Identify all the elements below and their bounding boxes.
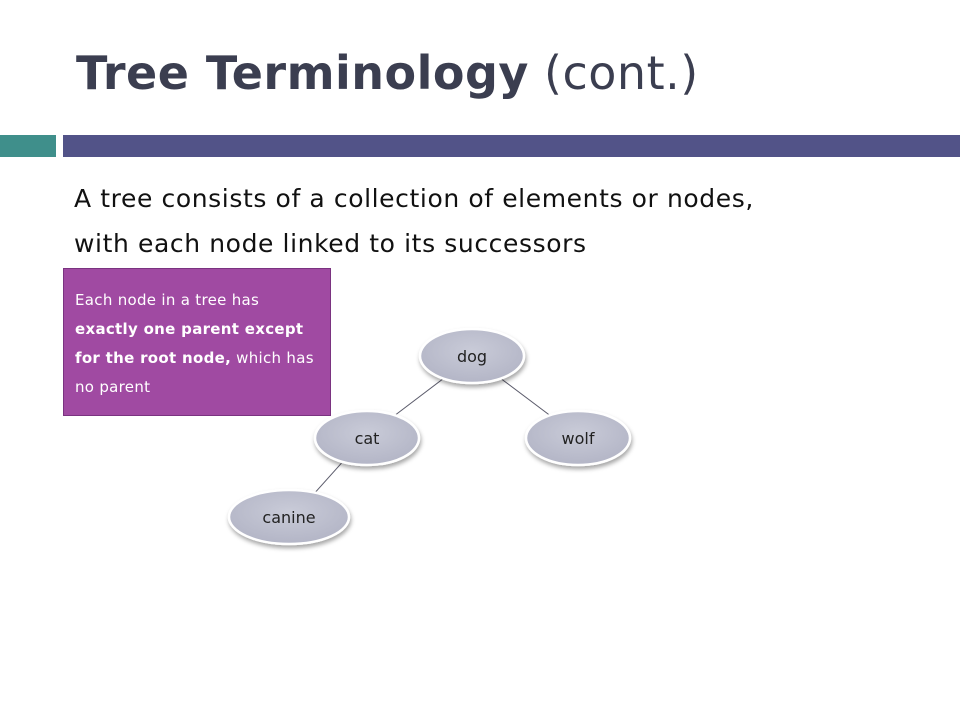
tree-node-label: cat <box>355 429 380 448</box>
slide-title: Tree Terminology (cont.) <box>76 46 699 100</box>
tree-edge-dog-wolf <box>500 378 556 420</box>
intro-text: A tree consists of a collection of eleme… <box>74 176 914 266</box>
callout-text-bold: exactly one parent except for the root n… <box>75 320 304 367</box>
tree-node-shape <box>524 409 632 467</box>
tree-node-shape <box>418 327 526 385</box>
title-main: Tree Terminology <box>76 46 529 100</box>
tree-edge-cat-canine <box>311 462 342 497</box>
title-suffix: (cont.) <box>544 46 699 100</box>
tree-node-label: dog <box>457 347 487 366</box>
intro-line-2: with each node linked to its successors <box>74 229 587 258</box>
tree-nodes: dog cat wolf canine <box>227 327 632 546</box>
tree-node-wolf: wolf <box>524 409 632 467</box>
accent-bar-teal <box>0 135 56 157</box>
tree-node-shape <box>227 488 351 546</box>
accent-bar-purple <box>63 135 960 157</box>
tree-edges <box>311 378 556 497</box>
callout-text-3: which has no parent <box>75 349 314 396</box>
tree-node-label: wolf <box>562 429 595 448</box>
tree-node-label: canine <box>262 508 315 527</box>
tree-edge-dog-cat <box>389 378 444 420</box>
intro-line-1: A tree consists of a collection of eleme… <box>74 184 754 213</box>
tree-node-cat: cat <box>313 409 421 467</box>
callout-text-1: Each node in a tree has <box>75 291 260 309</box>
tree-node-canine: canine <box>227 488 351 546</box>
tree-node-dog: dog <box>418 327 526 385</box>
callout-box: Each node in a tree has exactly one pare… <box>63 268 331 416</box>
tree-node-shape <box>313 409 421 467</box>
